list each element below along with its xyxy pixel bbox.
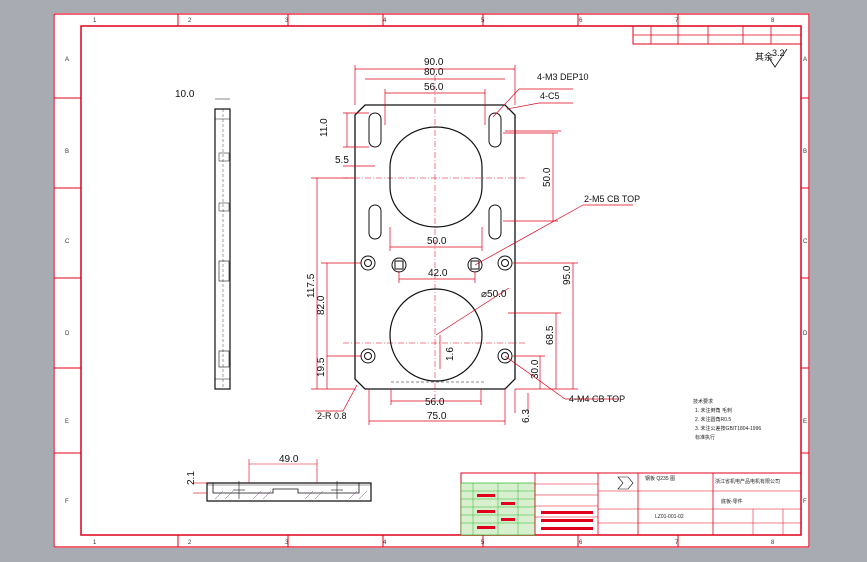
roughness-prefix: 其余: [755, 51, 773, 62]
dim-5-5: 5.5: [335, 155, 349, 166]
zone-top-7: 7: [675, 18, 679, 24]
dim-1-6: 1.6: [445, 347, 456, 361]
dim-75: 75.0: [427, 411, 447, 422]
dim-19-5: 19.5: [316, 357, 327, 377]
zone-top-4: 4: [383, 18, 387, 24]
technical-notes: 技术要求 1. 未注倒角 毛刺 2. 未注圆角R0.5 3. 未注公差按GB/T…: [693, 398, 761, 441]
zone-left-a: A: [65, 57, 69, 63]
zone-bottom-5: 5: [481, 540, 485, 546]
zone-left-b: B: [65, 149, 69, 155]
zone-left-c: C: [65, 239, 70, 245]
zone-top-6: 6: [579, 18, 583, 24]
dim-95: 95.0: [562, 265, 573, 285]
zone-right-d: D: [803, 331, 808, 337]
callout-r08: 2-R 0.8: [317, 411, 347, 421]
dim-30: 30.0: [530, 359, 541, 379]
dim-80: 80.0: [424, 67, 444, 78]
zone-top-1: 1: [93, 18, 97, 24]
surface-roughness: 其余 3.2: [755, 48, 788, 68]
zone-bottom-2: 2: [188, 540, 192, 546]
notes-line-1: 1. 未注倒角 毛刺: [695, 407, 732, 414]
callouts: 4-M3 DEP10 4-C5 2-M5 CB TOP 4-M4 CB TOP …: [317, 72, 640, 421]
dim-56-bottom: 56.0: [425, 397, 445, 408]
zone-labels-left: A B C D E F: [65, 57, 70, 505]
dim-section-49: 49.0: [279, 454, 299, 465]
zone-labels-top: 1 2 3 4 5 6 7 8: [93, 18, 775, 24]
dim-50-right: 50.0: [542, 167, 553, 187]
zone-top-2: 2: [188, 18, 192, 24]
slot-mid-right: [488, 204, 502, 240]
zone-bottom-8: 8: [771, 540, 775, 546]
zone-top-3: 3: [285, 18, 289, 24]
zone-right-e: E: [803, 419, 807, 425]
notes-line-3: 3. 未注公差按GB/T1804-1996: [695, 425, 761, 432]
dim-thickness: 10.0: [175, 89, 195, 100]
zone-bottom-6: 6: [579, 540, 583, 546]
inner-frame: [80, 25, 802, 536]
plate-front-view: [343, 75, 525, 399]
zone-top-8: 8: [771, 18, 775, 24]
dim-117-5: 117.5: [306, 273, 317, 298]
dim-90: 90.0: [424, 57, 444, 68]
dimension-texts: 90.0 80.0 56.0 11.0 5.5 50.0 50.0 117.5 …: [306, 57, 573, 423]
notes-heading: 技术要求: [693, 398, 713, 405]
title-block: 钢板 Q235 图 浙江省机电产品电机有限公司 底板-零件 LZ01-001-0…: [460, 472, 802, 536]
dim-82: 82.0: [316, 295, 327, 315]
notes-line-4: 标准执行: [695, 434, 715, 441]
callout-m4: 4-M4 CB TOP: [569, 394, 625, 404]
lower-bore: [389, 288, 483, 382]
zone-right-c: C: [803, 239, 808, 245]
dim-dia-50: ⌀50.0: [481, 289, 507, 300]
dim-42: 42.0: [428, 268, 448, 279]
roughness-symbol: [768, 48, 788, 68]
side-view: 10.0: [175, 89, 231, 390]
dim-50-slot: 50.0: [427, 236, 447, 247]
title-drawing-no: LZ01-001-02: [655, 514, 684, 520]
dim-11: 11.0: [319, 118, 330, 137]
drawing-sheet: 1 2 3 4 5 6 7 8 1 2 3 4 5 6 7 8 A B C D …: [53, 13, 810, 548]
slot-mid-left: [368, 204, 382, 240]
zone-right-f: F: [803, 499, 807, 505]
title-part-name: 底板-零件: [721, 498, 743, 505]
zone-right-a: A: [803, 57, 807, 63]
notes-line-2: 2. 未注圆角R0.5: [695, 416, 731, 423]
zone-bottom-4: 4: [383, 540, 387, 546]
company-logo: [617, 476, 634, 490]
reference-table: [632, 25, 802, 45]
callout-m3: 4-M3 DEP10: [537, 72, 589, 82]
slot-top-right: [488, 112, 502, 148]
callout-m5: 2-M5 CB TOP: [584, 194, 640, 204]
zone-left-e: E: [65, 419, 69, 425]
dim-section-2-1: 2.1: [186, 471, 197, 485]
zone-bottom-1: 1: [93, 540, 97, 546]
outer-frame: [53, 13, 810, 548]
section-view: 49.0 2.1: [186, 454, 372, 502]
zone-bottom-3: 3: [285, 540, 289, 546]
zone-bottom-7: 7: [675, 540, 679, 546]
drawing-canvas: 1 2 3 4 5 6 7 8 1 2 3 4 5 6 7 8 A B C D …: [53, 13, 810, 548]
slot-top-left: [368, 112, 382, 148]
dim-56-top: 56.0: [424, 82, 444, 93]
zone-labels-right: A B C D E F: [803, 57, 808, 505]
zone-ticks: [54, 14, 809, 547]
roughness-value: 3.2: [772, 48, 785, 58]
zone-left-f: F: [65, 499, 69, 505]
zone-top-5: 5: [481, 18, 485, 24]
dim-6-3: 6.3: [521, 409, 532, 423]
zone-left-d: D: [65, 331, 70, 337]
upper-cutout: [389, 126, 483, 228]
title-highlight: 钢板 Q235 图: [645, 475, 675, 482]
dimension-lines: [311, 65, 633, 425]
zone-right-b: B: [803, 149, 807, 155]
zone-labels-bottom: 1 2 3 4 5 6 7 8: [93, 540, 775, 546]
callout-c5: 4-C5: [540, 91, 560, 101]
title-company: 浙江省机电产品电机有限公司: [715, 478, 780, 485]
dim-68-5: 68.5: [545, 325, 556, 345]
